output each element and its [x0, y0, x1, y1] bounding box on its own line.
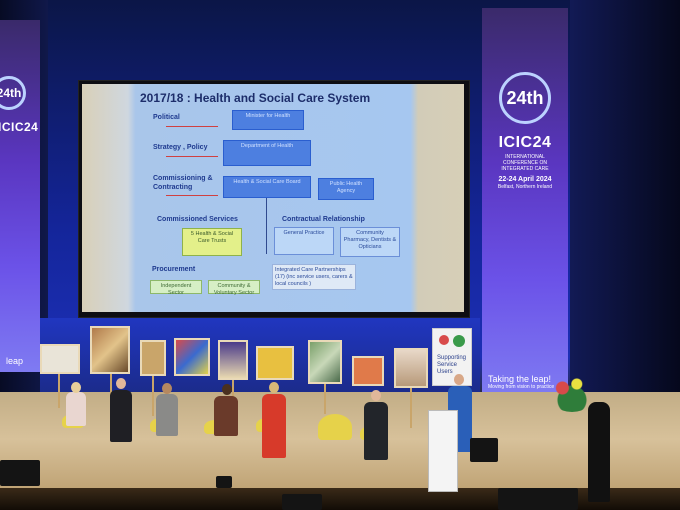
label-political: Political	[153, 114, 180, 121]
arrow-political	[166, 126, 218, 127]
banner-right: 24th ICIC24 INTERNATIONAL CONFERENCE ON …	[482, 8, 568, 396]
banner-right-subtitle: INTERNATIONAL CONFERENCE ON INTEGRATED C…	[501, 154, 549, 172]
stage-monitor	[282, 494, 322, 510]
artwork-1	[40, 344, 80, 374]
arrow-commissioning	[166, 195, 218, 196]
box-minister: Minister for Health	[232, 110, 304, 130]
banner-left-badge: 24th	[0, 76, 26, 110]
banner-right-footer-small: Moving from vision to practice	[488, 384, 555, 390]
banner-right-footer-main: Taking the leap!	[488, 374, 552, 384]
box-independent: Independent Sector	[150, 280, 202, 296]
easel-leg	[152, 376, 154, 416]
panelist-3-head	[162, 383, 172, 394]
camera	[216, 476, 232, 488]
slide-title: 2017/18 : Health and Social Care System	[140, 91, 371, 105]
artwork-9	[394, 348, 428, 388]
panelist-2-head	[116, 378, 126, 389]
panelist-1	[66, 392, 86, 426]
easel-leg	[324, 384, 326, 414]
stage-monitor	[0, 460, 40, 486]
label-contractual: Contractual Relationship	[282, 216, 365, 223]
panelist-5-head	[269, 382, 279, 393]
stage-monitor	[470, 438, 498, 462]
poster-logo-green	[453, 335, 465, 347]
panelist-2	[110, 390, 132, 442]
artwork-7	[308, 340, 342, 384]
speaker-head	[454, 374, 464, 385]
label-commissioned-services: Commissioned Services	[157, 216, 238, 223]
panelist-5	[262, 394, 286, 458]
artwork-6	[256, 346, 294, 380]
poster-board: Supporting Service Users	[432, 328, 472, 386]
easel-leg	[410, 388, 412, 428]
banner-right-dates: 22-24 April 2024	[498, 176, 552, 183]
projection-screen: 2017/18 : Health and Social Care System …	[82, 84, 464, 312]
artwork-5	[218, 340, 248, 380]
poster-text: Supporting Service Users	[437, 355, 467, 375]
panelist-6	[364, 402, 388, 460]
banner-right-badge: 24th	[499, 72, 551, 124]
panelist-4-head	[222, 384, 232, 395]
panelist-1-head	[71, 382, 81, 393]
stage-edge	[0, 488, 680, 510]
box-trusts: 5 Health & Social Care Trusts	[182, 228, 242, 256]
box-voluntary: Community & Voluntary Sector	[208, 280, 260, 296]
stage-monitor	[498, 488, 578, 510]
curtain-right	[570, 0, 680, 420]
connector-vertical	[266, 198, 267, 254]
artwork-3	[140, 340, 166, 376]
box-pha: Public Health Agency	[318, 178, 374, 200]
box-pharmacy: Community Pharmacy, Dentists & Opticians	[340, 227, 400, 257]
poster-logo-red	[439, 335, 449, 345]
label-contracting: Contracting	[153, 184, 193, 191]
box-department: Department of Health	[223, 140, 311, 166]
box-icp: Integrated Care Partnerships (17) (inc s…	[272, 264, 356, 290]
box-hscb: Health & Social Care Board	[223, 176, 311, 198]
box-gp: General Practice	[274, 227, 334, 255]
panelist-4	[214, 396, 238, 436]
chair	[318, 414, 352, 440]
panelist-6-head	[371, 390, 381, 401]
easel-leg	[58, 374, 60, 408]
label-strategy: Strategy , Policy	[153, 144, 208, 151]
banner-left: 24th ICIC24 leap	[0, 20, 40, 372]
label-procurement: Procurement	[152, 266, 196, 273]
lectern	[428, 410, 458, 492]
arrow-strategy	[166, 156, 218, 157]
artwork-2	[90, 326, 130, 374]
panelist-3	[156, 394, 178, 436]
banner-left-footer: leap	[6, 356, 24, 366]
banner-right-footer: Taking the leap! Moving from vision to p…	[482, 374, 568, 390]
banner-left-name: ICIC24	[0, 120, 39, 134]
banner-right-name: ICIC24	[498, 134, 552, 151]
camera-operator	[588, 402, 610, 502]
artwork-4	[174, 338, 210, 376]
artwork-8	[352, 356, 384, 386]
banner-right-place: Belfast, Northern Ireland	[497, 184, 553, 190]
label-commissioning: Commissioning &	[153, 175, 213, 182]
